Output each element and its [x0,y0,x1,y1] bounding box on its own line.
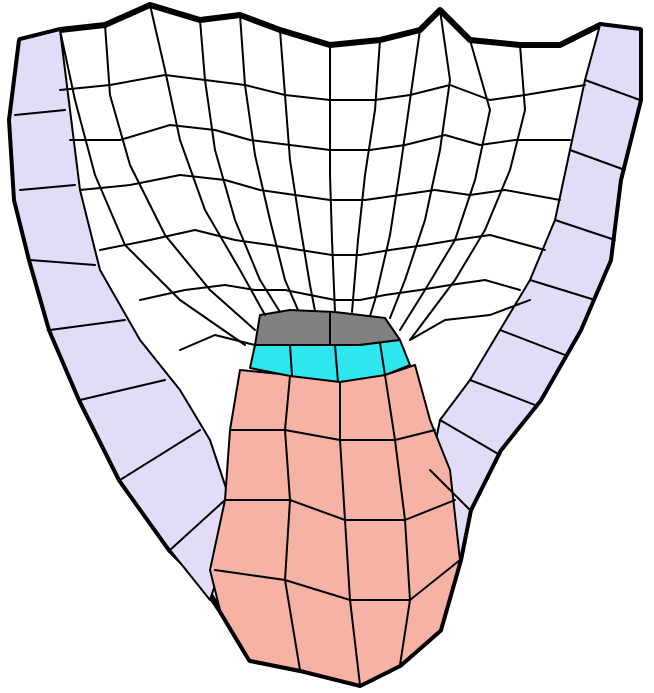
columella-region [210,365,460,685]
